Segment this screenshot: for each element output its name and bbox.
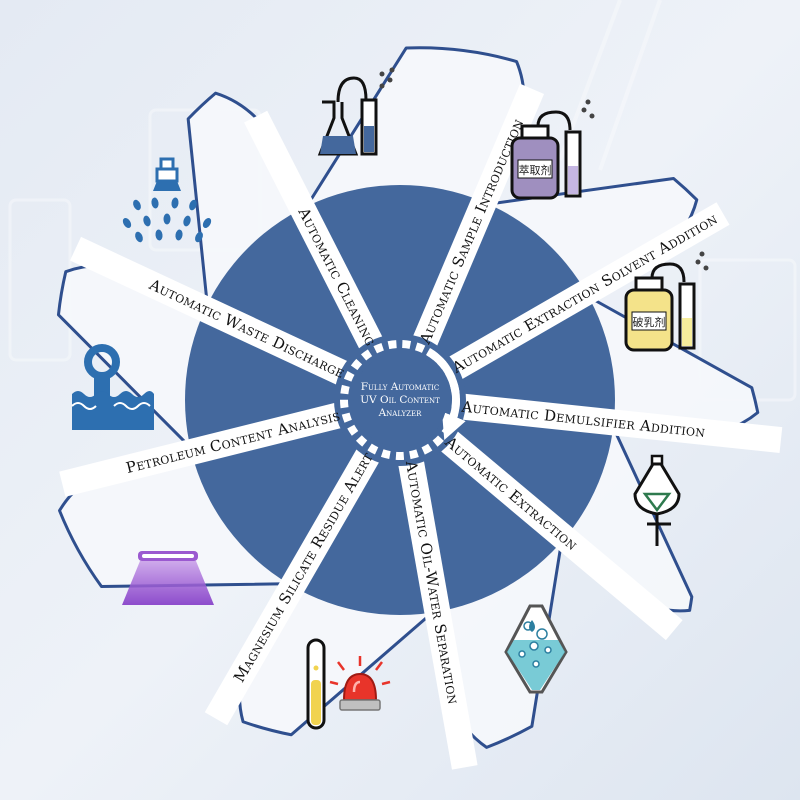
label-band-petroleum-analysis [59, 398, 357, 497]
label-band-sample-introduction [406, 83, 545, 361]
solvent-bottle-icon: 萃取剂 [510, 99, 595, 200]
solvent-bottle-label: 萃取剂 [519, 163, 552, 177]
demulsifier-bottle-icon: 破乳剂 [624, 251, 709, 352]
spray-nozzle-icon [122, 157, 212, 243]
hub-arrow [425, 348, 466, 440]
waste-pipe-icon [71, 344, 154, 430]
label-band-demulsifier-addition [446, 392, 783, 453]
alarm-tube-icon [306, 638, 391, 730]
label-band-cleaning [244, 110, 390, 364]
label-band-oil-water-separation [395, 445, 478, 770]
center-title-line: UV Oil Content [360, 394, 440, 406]
label-band-extraction-solvent [435, 202, 730, 388]
demulsifier-bottle-label: 破乳剂 [633, 315, 666, 329]
sample-vessel-icon [317, 67, 395, 156]
center-title-line: Analyzer [378, 407, 423, 419]
label-band-extraction [428, 420, 683, 641]
label-bands [59, 83, 783, 770]
label-band-silicate-alert [204, 435, 388, 726]
label-band-waste-discharge [70, 236, 362, 392]
center-title-line: Fully Automatic [361, 381, 440, 393]
separation-cone-icon [504, 604, 568, 694]
separatory-funnel-icon [633, 454, 681, 546]
uv-lamp-icon [122, 551, 214, 605]
